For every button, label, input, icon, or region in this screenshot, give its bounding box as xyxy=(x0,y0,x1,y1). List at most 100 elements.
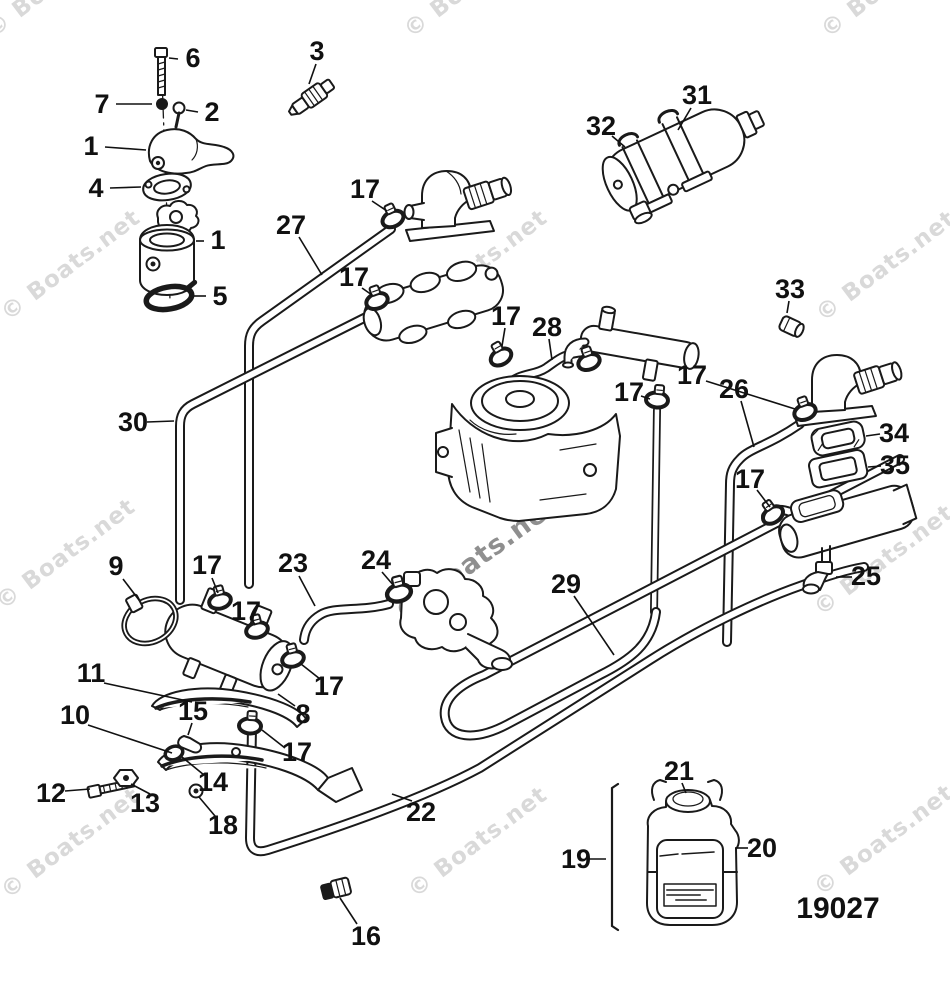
callout-21: 21 xyxy=(664,756,694,786)
callout-3: 3 xyxy=(309,36,324,66)
leader-line-23 xyxy=(298,575,316,607)
callout-18: 18 xyxy=(208,810,238,840)
circulating-pump xyxy=(398,568,513,671)
plug-33 xyxy=(778,315,805,338)
leader-line-1 xyxy=(104,146,147,151)
callout-8: 8 xyxy=(295,699,310,729)
leader-line-28 xyxy=(548,338,553,361)
thermostat-housing-assembly xyxy=(139,47,235,313)
exhaust-manifold-left xyxy=(362,260,504,345)
callout-5: 5 xyxy=(212,281,227,311)
callout-11: 11 xyxy=(77,658,106,688)
watermark: © Boats.net xyxy=(399,0,548,43)
leader-line-17 xyxy=(261,729,286,749)
callout-9: 9 xyxy=(108,551,123,581)
thermostat-cover-1 xyxy=(148,128,235,175)
callout-34: 34 xyxy=(879,418,909,448)
callout-17: 17 xyxy=(314,671,344,701)
callout-16: 16 xyxy=(351,921,381,951)
clamp-9 xyxy=(121,593,179,647)
leader-line-8 xyxy=(277,693,296,707)
leader-line-17 xyxy=(640,395,651,400)
callout-1: 1 xyxy=(210,225,225,255)
watermark: © Boats.net xyxy=(0,783,145,904)
callout-17: 17 xyxy=(339,262,369,292)
exhaust-elbow-upper xyxy=(403,170,513,242)
exhaust-manifold-right xyxy=(778,483,918,595)
callout-2: 2 xyxy=(204,97,219,127)
thermostat-housing-1 xyxy=(139,224,195,296)
leader-line-29 xyxy=(573,595,615,656)
leader-line-17 xyxy=(211,577,219,594)
callout-24: 24 xyxy=(361,545,391,575)
leader-line-17 xyxy=(300,663,321,680)
washer-18 xyxy=(188,783,204,799)
leader-line-24 xyxy=(381,571,395,587)
leader-line-16 xyxy=(339,897,358,925)
callout-31: 31 xyxy=(682,80,712,110)
leader-line-17 xyxy=(756,489,771,508)
leader-line-32 xyxy=(611,135,626,148)
leader-line-10 xyxy=(87,724,173,754)
leader-line-18 xyxy=(198,796,216,817)
leader-line-12 xyxy=(64,788,91,792)
callout-4: 4 xyxy=(88,173,103,203)
callout-7: 7 xyxy=(94,89,109,119)
leader-line-14 xyxy=(181,756,205,776)
leader-line-27 xyxy=(298,236,323,276)
hoses xyxy=(175,224,905,857)
bracket-32b xyxy=(657,109,713,193)
callout-1: 1 xyxy=(83,131,98,161)
cover-gasket-4 xyxy=(142,172,192,202)
leader-line-17 xyxy=(705,380,796,410)
clamp-14 xyxy=(163,744,185,762)
leader-line-21 xyxy=(681,782,687,794)
callout-17: 17 xyxy=(614,377,644,407)
fitting-3 xyxy=(287,78,335,116)
leader-line-2 xyxy=(185,109,199,113)
callout-15: 15 xyxy=(178,696,208,726)
bracket-15 xyxy=(177,735,203,754)
coolant-reservoir-20 xyxy=(646,779,740,926)
leader-line-33 xyxy=(786,300,790,314)
callout-26: 26 xyxy=(719,374,749,404)
engine-block xyxy=(435,375,621,522)
heat-exchanger-31 xyxy=(601,108,765,225)
callout-17: 17 xyxy=(192,550,222,580)
callout-17: 17 xyxy=(491,301,521,331)
exhaust-elbow-right xyxy=(793,354,903,427)
leader-line-17 xyxy=(251,618,256,626)
leader-line-17 xyxy=(371,200,388,212)
shield-lower-10 xyxy=(157,742,363,803)
callout-17: 17 xyxy=(282,737,312,767)
callout-17: 17 xyxy=(231,596,261,626)
callout-29: 29 xyxy=(551,569,581,599)
watermark: © Boats.net xyxy=(0,0,130,43)
callout-6: 6 xyxy=(185,43,200,73)
washer-7 xyxy=(156,98,168,110)
nut-13 xyxy=(113,769,139,787)
callout-10: 10 xyxy=(60,700,90,730)
watermark: © Boats.net xyxy=(816,0,950,43)
callout-17: 17 xyxy=(677,360,707,390)
leader-line-17 xyxy=(501,327,506,347)
water-pipe-assembly xyxy=(562,305,700,382)
callout-25: 25 xyxy=(851,561,881,591)
callout-17: 17 xyxy=(735,464,765,494)
gasket-35 xyxy=(808,448,869,489)
leader-line-17 xyxy=(361,287,373,296)
o-ring-5 xyxy=(143,279,198,313)
leader-line-30 xyxy=(146,420,175,423)
leader-line-35 xyxy=(867,465,882,468)
callout-32: 32 xyxy=(586,111,616,141)
watermark: © Boats.net xyxy=(0,205,145,326)
leader-line-4 xyxy=(109,186,142,189)
leader-line-6 xyxy=(168,57,179,60)
callout-30: 30 xyxy=(118,407,148,437)
callout-35: 35 xyxy=(880,450,910,480)
callout-22: 22 xyxy=(406,797,436,827)
reservoir-bracket-19 xyxy=(610,782,620,932)
